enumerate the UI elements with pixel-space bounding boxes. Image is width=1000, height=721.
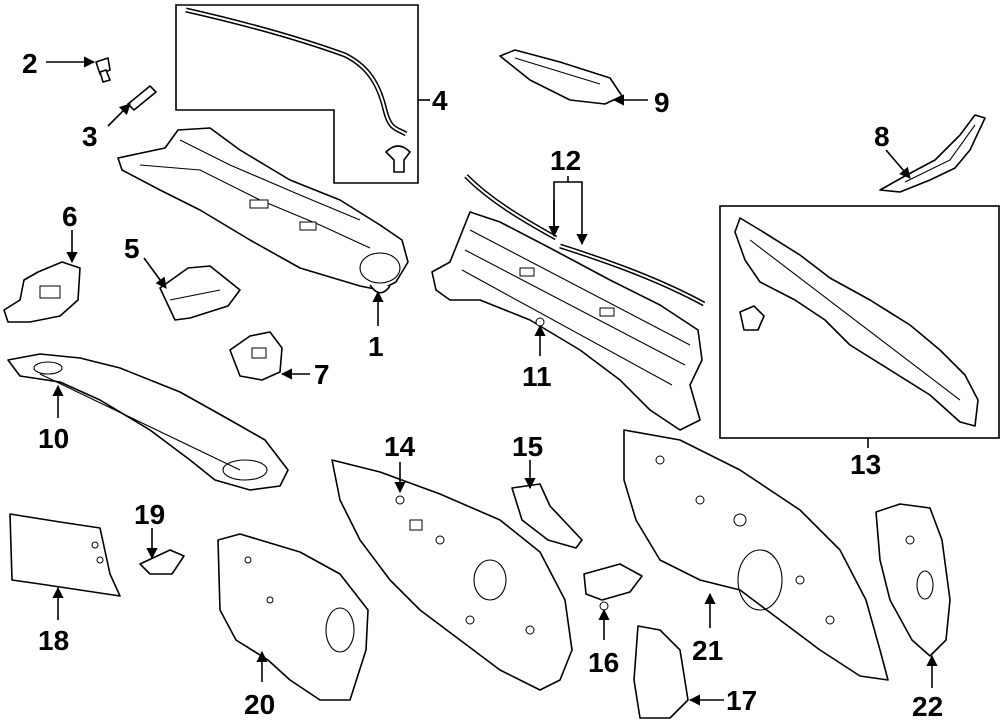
part-5-bracket [159,265,241,321]
part-14-dash-panel [331,459,573,691]
callout-10: 10 [38,423,69,454]
callout-3: 3 [82,121,98,152]
callout-16: 16 [588,647,619,678]
part-20-insulator [217,533,369,701]
callout-numbers: 1 2 3 4 5 6 7 8 9 10 11 12 13 14 15 16 1… [22,48,943,721]
callout-14: 14 [384,431,416,462]
callout-21: 21 [692,635,723,666]
part-12-seals [464,174,706,307]
leader-12 [553,176,569,236]
callout-5: 5 [124,233,140,264]
callout-13: 13 [850,449,881,480]
part-15-bracket [511,483,583,549]
part-7-plate [229,331,283,381]
part-6-bracket [3,261,81,323]
part-21-dash-insulator [623,429,889,681]
part-2-bolt [95,57,111,83]
part-8-brace [879,114,986,193]
part-17-insulator [633,625,689,719]
callout-8: 8 [874,121,890,152]
part-13-inset-box [719,205,1000,439]
callout-17: 17 [726,685,757,716]
leader-5 [143,257,167,289]
part-13-reinforcement [734,217,979,427]
callout-7: 7 [314,359,330,390]
callout-18: 18 [38,625,69,656]
part-18-insulator [9,513,121,597]
callout-9: 9 [654,87,670,118]
callout-11: 11 [522,361,552,392]
part-19-clip [139,549,185,575]
leader-8 [885,149,911,179]
leader-12c [568,181,588,246]
part-10-cowl-lower [7,353,289,491]
callout-1: 1 [368,331,384,362]
part-9-bracket [499,49,623,105]
callout-4: 4 [432,85,448,116]
part-4-inset-box [175,4,419,184]
leader-lines [46,56,938,706]
part-4-weatherstrip [185,7,411,173]
callout-6: 6 [62,201,78,232]
callout-20: 20 [244,689,275,720]
callout-12: 12 [550,145,581,176]
leader-3 [107,103,131,127]
callout-19: 19 [134,499,165,530]
callout-2: 2 [22,48,38,79]
part-11-cowl-top [431,211,703,431]
part-3-seal [127,85,157,111]
callout-22: 22 [912,691,943,721]
part-1-cowl-panel [117,127,409,294]
part-22-insulator [875,503,951,657]
callout-15: 15 [512,431,543,462]
part-16-bracket [583,563,643,611]
